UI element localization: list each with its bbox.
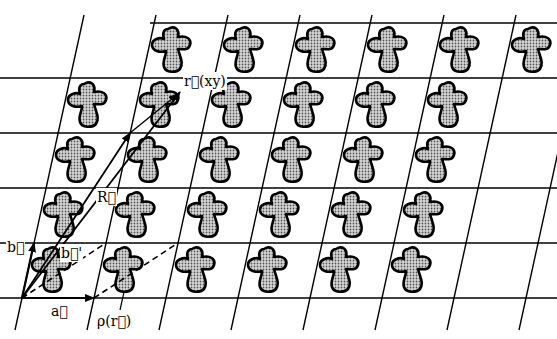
vector-label: a⃗ (50, 302, 69, 320)
lattice-vectors (22, 92, 180, 310)
vector-label: b⃗ (6, 238, 25, 256)
vector-label: R⃗ (96, 188, 117, 206)
vector-label: r⃗(xy) (183, 72, 227, 90)
lattice-grid (0, 15, 557, 330)
vector-label: ρ(r⃗) (96, 312, 132, 330)
motif-array (32, 27, 550, 291)
vector-label: b⃗' (60, 244, 83, 262)
